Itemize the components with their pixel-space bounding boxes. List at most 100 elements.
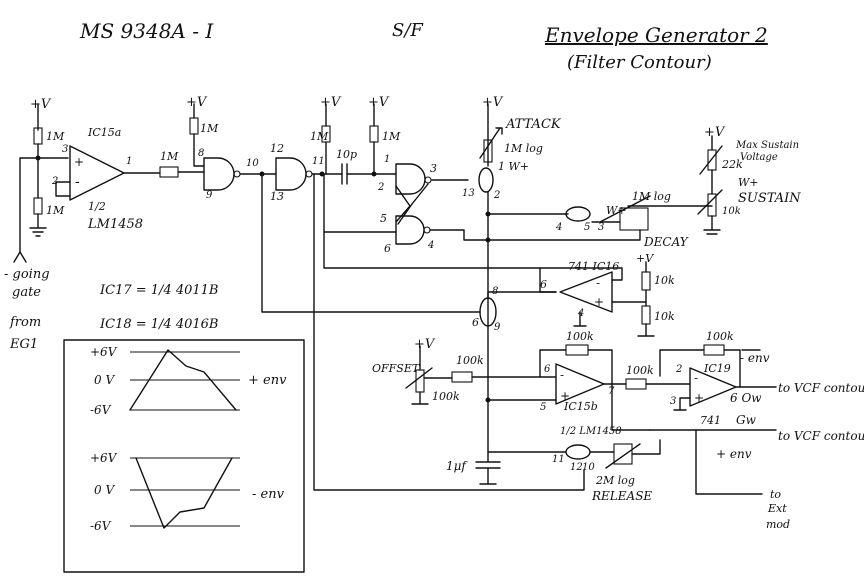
release-ic: 1/2 LM1458 bbox=[560, 426, 622, 437]
sustain-res: 22k bbox=[721, 158, 743, 171]
sustain-note-2: Voltage bbox=[740, 152, 778, 163]
offset-pot: 100k bbox=[432, 390, 460, 403]
svg-text:+V: +V bbox=[414, 337, 436, 352]
svg-text:+V: +V bbox=[704, 125, 726, 140]
offset-res: 100k bbox=[456, 354, 484, 367]
legend-ic17: IC17 = 1/4 4011B bbox=[99, 283, 218, 298]
subtitle: (Filter Contour) bbox=[567, 52, 712, 73]
nand-gate-1: +V 1M 8 9 10 bbox=[186, 95, 277, 201]
out-b: Gw bbox=[736, 413, 757, 427]
output-routing: 741 Gw to VCF contour + env to Ext mod bbox=[649, 413, 864, 531]
out-env-label: - env bbox=[740, 351, 770, 365]
scope-bot-minus: -6V bbox=[90, 519, 112, 533]
scope-bot-plus: +6V bbox=[90, 451, 118, 465]
ext-3: mod bbox=[766, 518, 790, 531]
svg-text:-: - bbox=[596, 276, 600, 290]
plus-v-label: +V bbox=[30, 97, 52, 112]
ic15b-opamp: - + IC15b 6 5 7 100k 100k bbox=[487, 330, 691, 431]
svg-text:+: + bbox=[560, 389, 570, 403]
sustain-label: SUSTAIN bbox=[738, 191, 801, 206]
ic15a-desc-2: LM1458 bbox=[87, 217, 143, 232]
svg-text:+: + bbox=[74, 155, 84, 169]
ic15b-res-out: 100k bbox=[626, 364, 654, 377]
ic19-label: IC19 bbox=[703, 362, 731, 375]
scope-bot-label: - env bbox=[252, 487, 285, 502]
ic16-label: 741 IC16 bbox=[568, 260, 619, 273]
svg-text:-: - bbox=[694, 371, 698, 385]
sustain-pot: 10k bbox=[722, 206, 741, 217]
ic15a-opamp: + - IC15a 1/2 LM1458 1 1M bbox=[55, 126, 205, 232]
cap-10p: 10p bbox=[336, 148, 357, 161]
svg-text:+V: +V bbox=[636, 252, 654, 265]
attack-network: +V ATTACK 1M log 1 W+ 13 2 bbox=[462, 95, 569, 449]
svg-text:6: 6 bbox=[384, 242, 391, 255]
release-network: 1/2 LM1458 11 12 10 2M log RELEASE bbox=[487, 426, 661, 503]
svg-text:11: 11 bbox=[312, 156, 325, 167]
svg-text:10: 10 bbox=[582, 462, 595, 473]
to-vcf-2: to VCF contour bbox=[778, 429, 864, 443]
svg-text:3: 3 bbox=[430, 162, 437, 175]
scope-top-label: + env bbox=[248, 373, 287, 388]
ic15a-desc-1: 1/2 bbox=[88, 200, 106, 213]
decay-pot: 1M log bbox=[632, 190, 671, 203]
gate-line-4: EG1 bbox=[9, 337, 38, 352]
ic19-opamp: - + IC19 2 3 100k 6 Ow - env to VCF cont… bbox=[659, 330, 864, 411]
svg-text:6: 6 bbox=[544, 364, 551, 375]
nand-gate-2: 12 13 11 +V 1M 10p bbox=[270, 95, 397, 203]
svg-text:+: + bbox=[594, 295, 604, 309]
mid-switch: 8 6 9 bbox=[261, 173, 557, 333]
svg-text:+V: +V bbox=[482, 95, 504, 110]
svg-text:5: 5 bbox=[380, 212, 387, 225]
flip-flop: +V 1M 1 2 3 5 6 4 bbox=[323, 95, 557, 293]
cap-value: 1μf bbox=[446, 459, 468, 473]
decay-label: DECAY bbox=[643, 235, 689, 249]
svg-text:1: 1 bbox=[384, 154, 390, 165]
svg-text:-: - bbox=[560, 368, 564, 382]
attack-cap: 1 W+ bbox=[498, 160, 529, 173]
title: Envelope Generator 2 bbox=[544, 23, 768, 47]
svg-text:11: 11 bbox=[552, 454, 565, 465]
svg-text:12: 12 bbox=[270, 142, 284, 155]
svg-text:-: - bbox=[75, 174, 80, 190]
gate-line-3: from bbox=[9, 315, 41, 330]
ic19-res: 100k bbox=[706, 330, 734, 343]
bias-res-label: 1M bbox=[46, 130, 65, 143]
main-capacitor: 1μf bbox=[313, 173, 585, 491]
svg-text:12: 12 bbox=[570, 462, 583, 473]
part-number: MS 9348A - I bbox=[79, 19, 214, 43]
ic741-label: 741 bbox=[700, 414, 721, 427]
pin2: 2 bbox=[51, 176, 58, 187]
svg-text:+V: +V bbox=[320, 95, 342, 110]
gate-line-1: - going bbox=[4, 267, 50, 282]
offset-network: +V OFFSET 100k 100k bbox=[372, 337, 557, 405]
svg-text:+: + bbox=[694, 391, 704, 405]
input-bias-network: +V 1M 1M 3 2 - going gate from EG1 bbox=[4, 97, 69, 352]
sustain-network: +V Max Sustain Voltage 22k W+ SUSTAIN 10… bbox=[627, 125, 801, 235]
ic16-res-b: 10k bbox=[654, 310, 675, 323]
release-label: RELEASE bbox=[591, 489, 652, 503]
decay-wiper: W+ bbox=[606, 204, 627, 217]
scope-top-zero: 0 V bbox=[94, 373, 115, 387]
svg-text:13: 13 bbox=[270, 190, 284, 203]
attack-pot: 1M log bbox=[504, 142, 543, 155]
ic15a-pin1: 1 bbox=[126, 156, 132, 167]
scope-top-plus: +6V bbox=[90, 345, 118, 359]
bias-res-label-2: 1M bbox=[46, 204, 65, 217]
svg-text:2: 2 bbox=[493, 190, 500, 201]
scope-top-minus: -6V bbox=[90, 403, 112, 417]
svg-text:9: 9 bbox=[206, 190, 213, 201]
ic15a-label: IC15a bbox=[87, 126, 121, 139]
sustain-note-1: Max Sustain bbox=[735, 140, 799, 151]
decay-pin-3: 3 bbox=[598, 222, 604, 233]
ic16-opamp: - + 741 IC16 6 4 +V 10k 10k bbox=[539, 252, 675, 337]
svg-text:9: 9 bbox=[494, 322, 501, 333]
plus-env: + env bbox=[716, 447, 752, 461]
ic19-out: 6 Ow bbox=[730, 391, 762, 405]
svg-text:2: 2 bbox=[377, 182, 384, 193]
svg-text:10: 10 bbox=[246, 158, 259, 169]
pull-res-3: 1M bbox=[382, 130, 401, 143]
svg-text:+V: +V bbox=[368, 95, 390, 110]
attack-label: ATTACK bbox=[505, 117, 562, 132]
sheet-code: S/F bbox=[392, 20, 424, 41]
